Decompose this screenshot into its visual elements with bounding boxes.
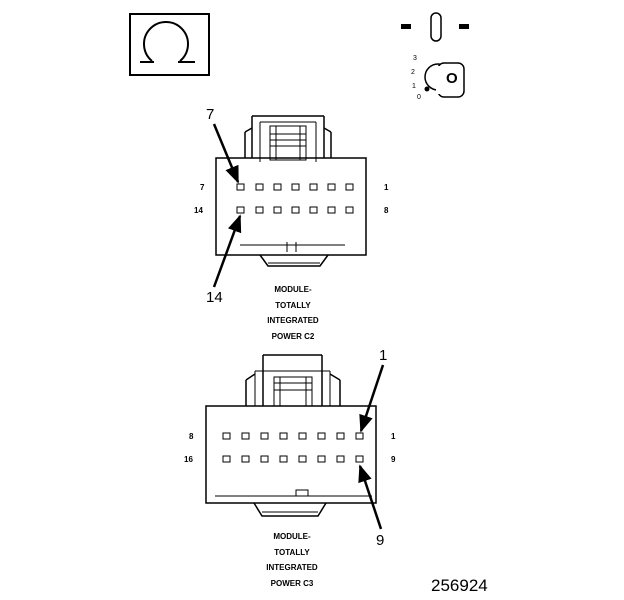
c3-caption-line-3: INTEGRATED <box>266 563 318 572</box>
c2-caption-line-3: INTEGRATED <box>267 316 319 325</box>
c3-callout-9-arrow <box>358 464 383 530</box>
c2-pin-14 <box>236 206 245 214</box>
figure-number: 256924 <box>431 576 488 595</box>
c2-row1-left-label: 7 <box>200 183 205 192</box>
c2-pin-1 <box>345 183 354 191</box>
c3-callout-top: 1 <box>379 347 388 364</box>
c2-callout-bottom: 14 <box>206 289 223 306</box>
key-position-1: 1 <box>412 83 416 90</box>
c2-pin-8 <box>345 206 354 214</box>
key-position-2: 2 <box>411 69 415 76</box>
connector-c3-tab <box>253 502 327 517</box>
c2-caption: MODULE- TOTALLY INTEGRATED POWER C2 <box>233 282 353 344</box>
c3-row2-left-label: 16 <box>184 455 193 464</box>
c2-row2-right-label: 8 <box>384 206 389 215</box>
connector-c3 <box>205 354 385 530</box>
c3-caption: MODULE- TOTALLY INTEGRATED POWER C3 <box>232 529 352 591</box>
connector-c3-pins <box>222 432 364 463</box>
c2-row1-right-label: 1 <box>384 183 389 192</box>
c3-row1-left-label: 8 <box>189 432 194 441</box>
c2-callout-14-arrow <box>212 214 242 288</box>
key-position-3: 3 <box>413 55 417 62</box>
c3-row1-right-label: 1 <box>391 432 396 441</box>
key-position-0: 0 <box>417 94 421 101</box>
c2-pin-7 <box>236 183 245 191</box>
connector-c2-latch <box>244 115 332 162</box>
c3-pin-8 <box>222 432 231 440</box>
ignition-key-icon <box>401 12 469 98</box>
c2-callout-top: 7 <box>206 106 215 123</box>
c3-caption-line-4: POWER C3 <box>270 578 314 588</box>
c3-callout-1-arrow <box>359 364 385 433</box>
connector-c2-pins <box>236 183 354 214</box>
connector-c2 <box>212 115 367 288</box>
c3-callout-bottom: 9 <box>376 532 385 549</box>
c3-row2-right-label: 9 <box>391 455 396 464</box>
c2-callout-7-arrow <box>212 123 240 184</box>
c2-caption-line-2: TOTALLY <box>275 300 311 310</box>
c3-caption-line-2: TOTALLY <box>274 547 310 557</box>
connector-c3-latch <box>245 354 341 407</box>
c2-caption-line-1: MODULE- <box>274 285 312 294</box>
c3-pin-16 <box>222 455 231 463</box>
c2-row2-left-label: 14 <box>194 206 203 215</box>
connector-c2-body <box>215 157 367 256</box>
c3-pin-1 <box>355 432 364 440</box>
c2-caption-line-4: POWER C2 <box>271 331 315 341</box>
c3-caption-line-1: MODULE- <box>273 532 311 541</box>
ohm-icon <box>129 13 210 76</box>
connector-c3-body <box>205 405 377 504</box>
c3-pin-9 <box>355 455 364 463</box>
key-letter: O <box>446 70 458 87</box>
connector-c2-tab <box>259 254 329 267</box>
